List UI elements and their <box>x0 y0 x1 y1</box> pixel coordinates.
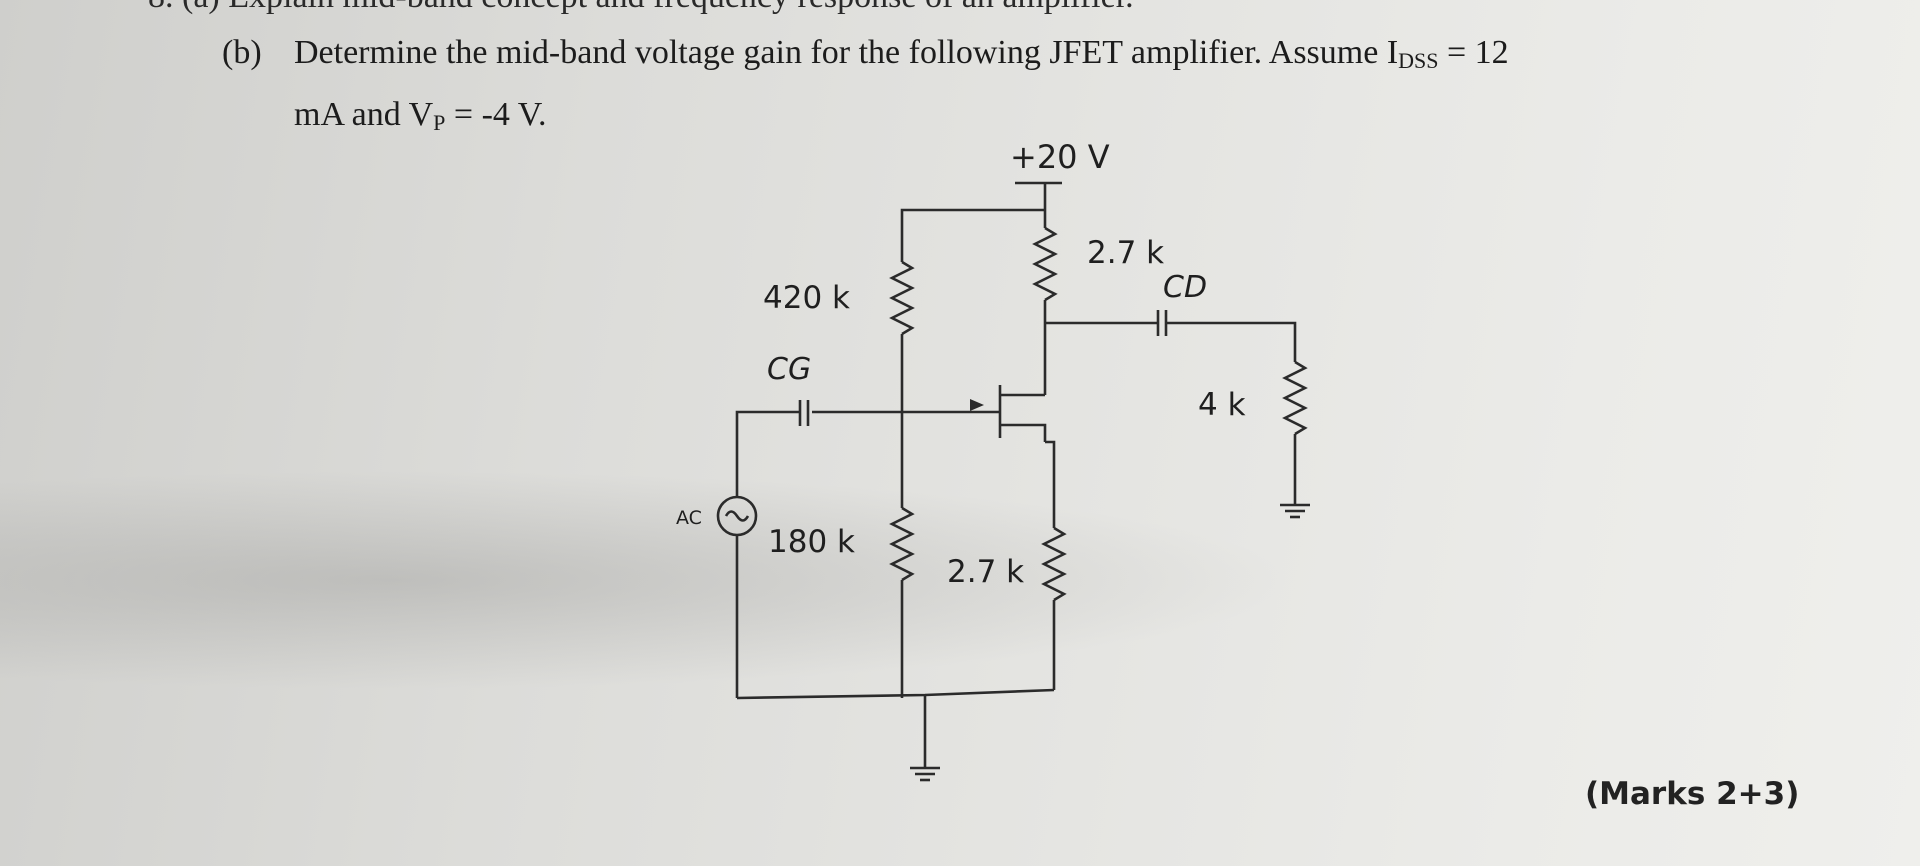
resistor-rl <box>1282 360 1308 436</box>
bottom-rail-wire <box>736 688 1055 700</box>
vp-subscript: P <box>433 110 446 135</box>
jfet-source-lead <box>1000 423 1047 442</box>
ac-wave-icon <box>724 510 750 522</box>
resistor-r2 <box>889 506 915 582</box>
source-lead-wire <box>1045 440 1056 528</box>
cut-off-question-a: 8. (a) Explain mid-band concept and freq… <box>148 0 1134 16</box>
idss-subscript: DSS <box>1398 48 1439 73</box>
vp-value: = -4 V. <box>445 96 547 133</box>
cg-to-source-wire <box>735 410 800 497</box>
r1-label: 420 k <box>763 280 850 316</box>
ac-label: AC <box>676 507 702 529</box>
question-label: (b) <box>222 34 262 71</box>
rd-label: 2.7 k <box>1087 235 1164 271</box>
question-line-2: mA and VP = -4 V. <box>222 88 1509 150</box>
cd-label: CD <box>1163 270 1207 305</box>
top-rail-wire <box>900 208 1045 262</box>
marks-label: (Marks 2+3) <box>1585 776 1800 812</box>
question-b: (b) Determine the mid-band voltage gain f… <box>222 26 1509 150</box>
cd-to-rl-wire <box>1166 321 1297 362</box>
jfet-gate-arrow <box>970 399 984 411</box>
resistor-rs <box>1041 526 1067 602</box>
question-line-1: (b) Determine the mid-band voltage gain f… <box>222 26 1509 88</box>
rs-label: 2.7 k <box>947 554 1024 590</box>
question-line2-prefix: mA and V <box>294 96 434 133</box>
cg-label: CG <box>767 352 811 387</box>
question-line1-text: Determine the mid-band voltage gain for … <box>294 34 1399 71</box>
resistor-rd <box>1032 226 1058 302</box>
r2-label: 180 k <box>768 524 855 560</box>
idss-value: = 12 <box>1438 34 1509 71</box>
resistor-r1 <box>889 260 915 336</box>
supply-label: +20 V <box>1010 138 1110 176</box>
rl-label: 4 k <box>1198 387 1246 423</box>
